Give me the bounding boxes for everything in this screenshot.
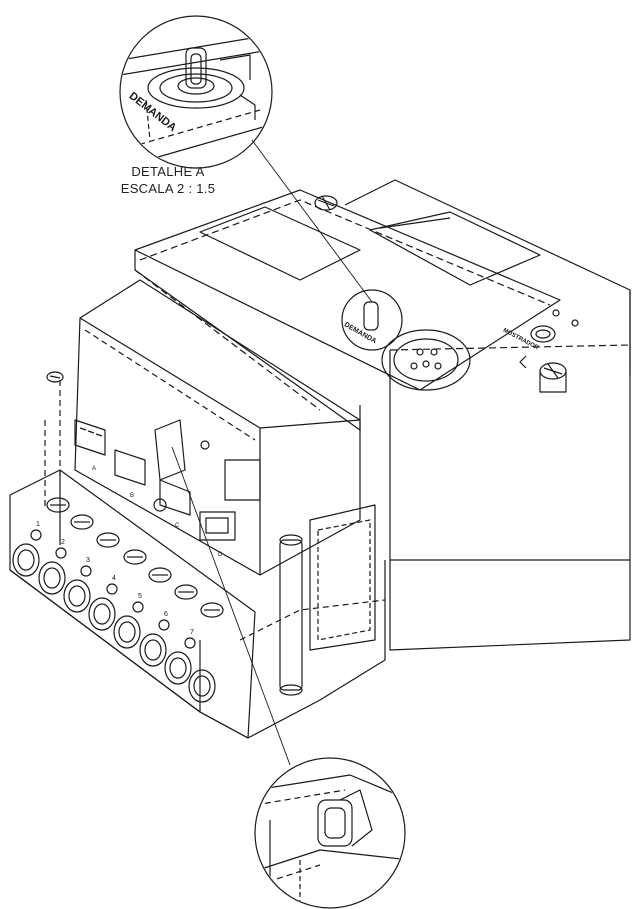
bottom-leader-line (171, 446, 291, 766)
port-d-label: D (218, 552, 223, 558)
svg-text:6: 6 (164, 611, 168, 618)
detail-a-caption: DETALHE A ESCALA 2 : 1.5 (108, 163, 228, 197)
svg-text:3: 3 (86, 557, 90, 564)
svg-text:4: 4 (112, 575, 116, 582)
screw-left (46, 371, 64, 383)
terminal-number-labels: 1 2 3 4 5 6 7 (36, 521, 194, 636)
detail-a-scale: ESCALA 2 : 1.5 (120, 181, 216, 196)
svg-text:7: 7 (190, 629, 194, 636)
connector-ports: A B C D (74, 419, 261, 558)
svg-text:5: 5 (138, 593, 142, 600)
meter-body (9, 179, 631, 739)
optical-port (381, 329, 471, 391)
detail-a-title: DETALHE A (131, 164, 205, 179)
port-a-label: A (92, 466, 96, 472)
terminal-entries (12, 543, 216, 703)
bottom-detail-callout (254, 757, 406, 909)
detail-a-callout: DEMANDA (119, 15, 273, 169)
detail-leader-line (251, 139, 373, 303)
terminal-screws-top (46, 497, 224, 618)
demand-button (363, 301, 379, 331)
screw-top (314, 195, 338, 211)
mostrador-button: MOSTRADOR (502, 309, 579, 369)
port-c-label: C (175, 523, 180, 529)
screw-right (539, 362, 567, 393)
port-b-label: B (130, 493, 134, 499)
demanda-main-label: DEMANDA (343, 321, 377, 345)
detail-a-marker (341, 289, 403, 351)
svg-text:1: 1 (36, 521, 40, 528)
terminal-pins (30, 529, 196, 649)
svg-text:2: 2 (61, 539, 65, 546)
